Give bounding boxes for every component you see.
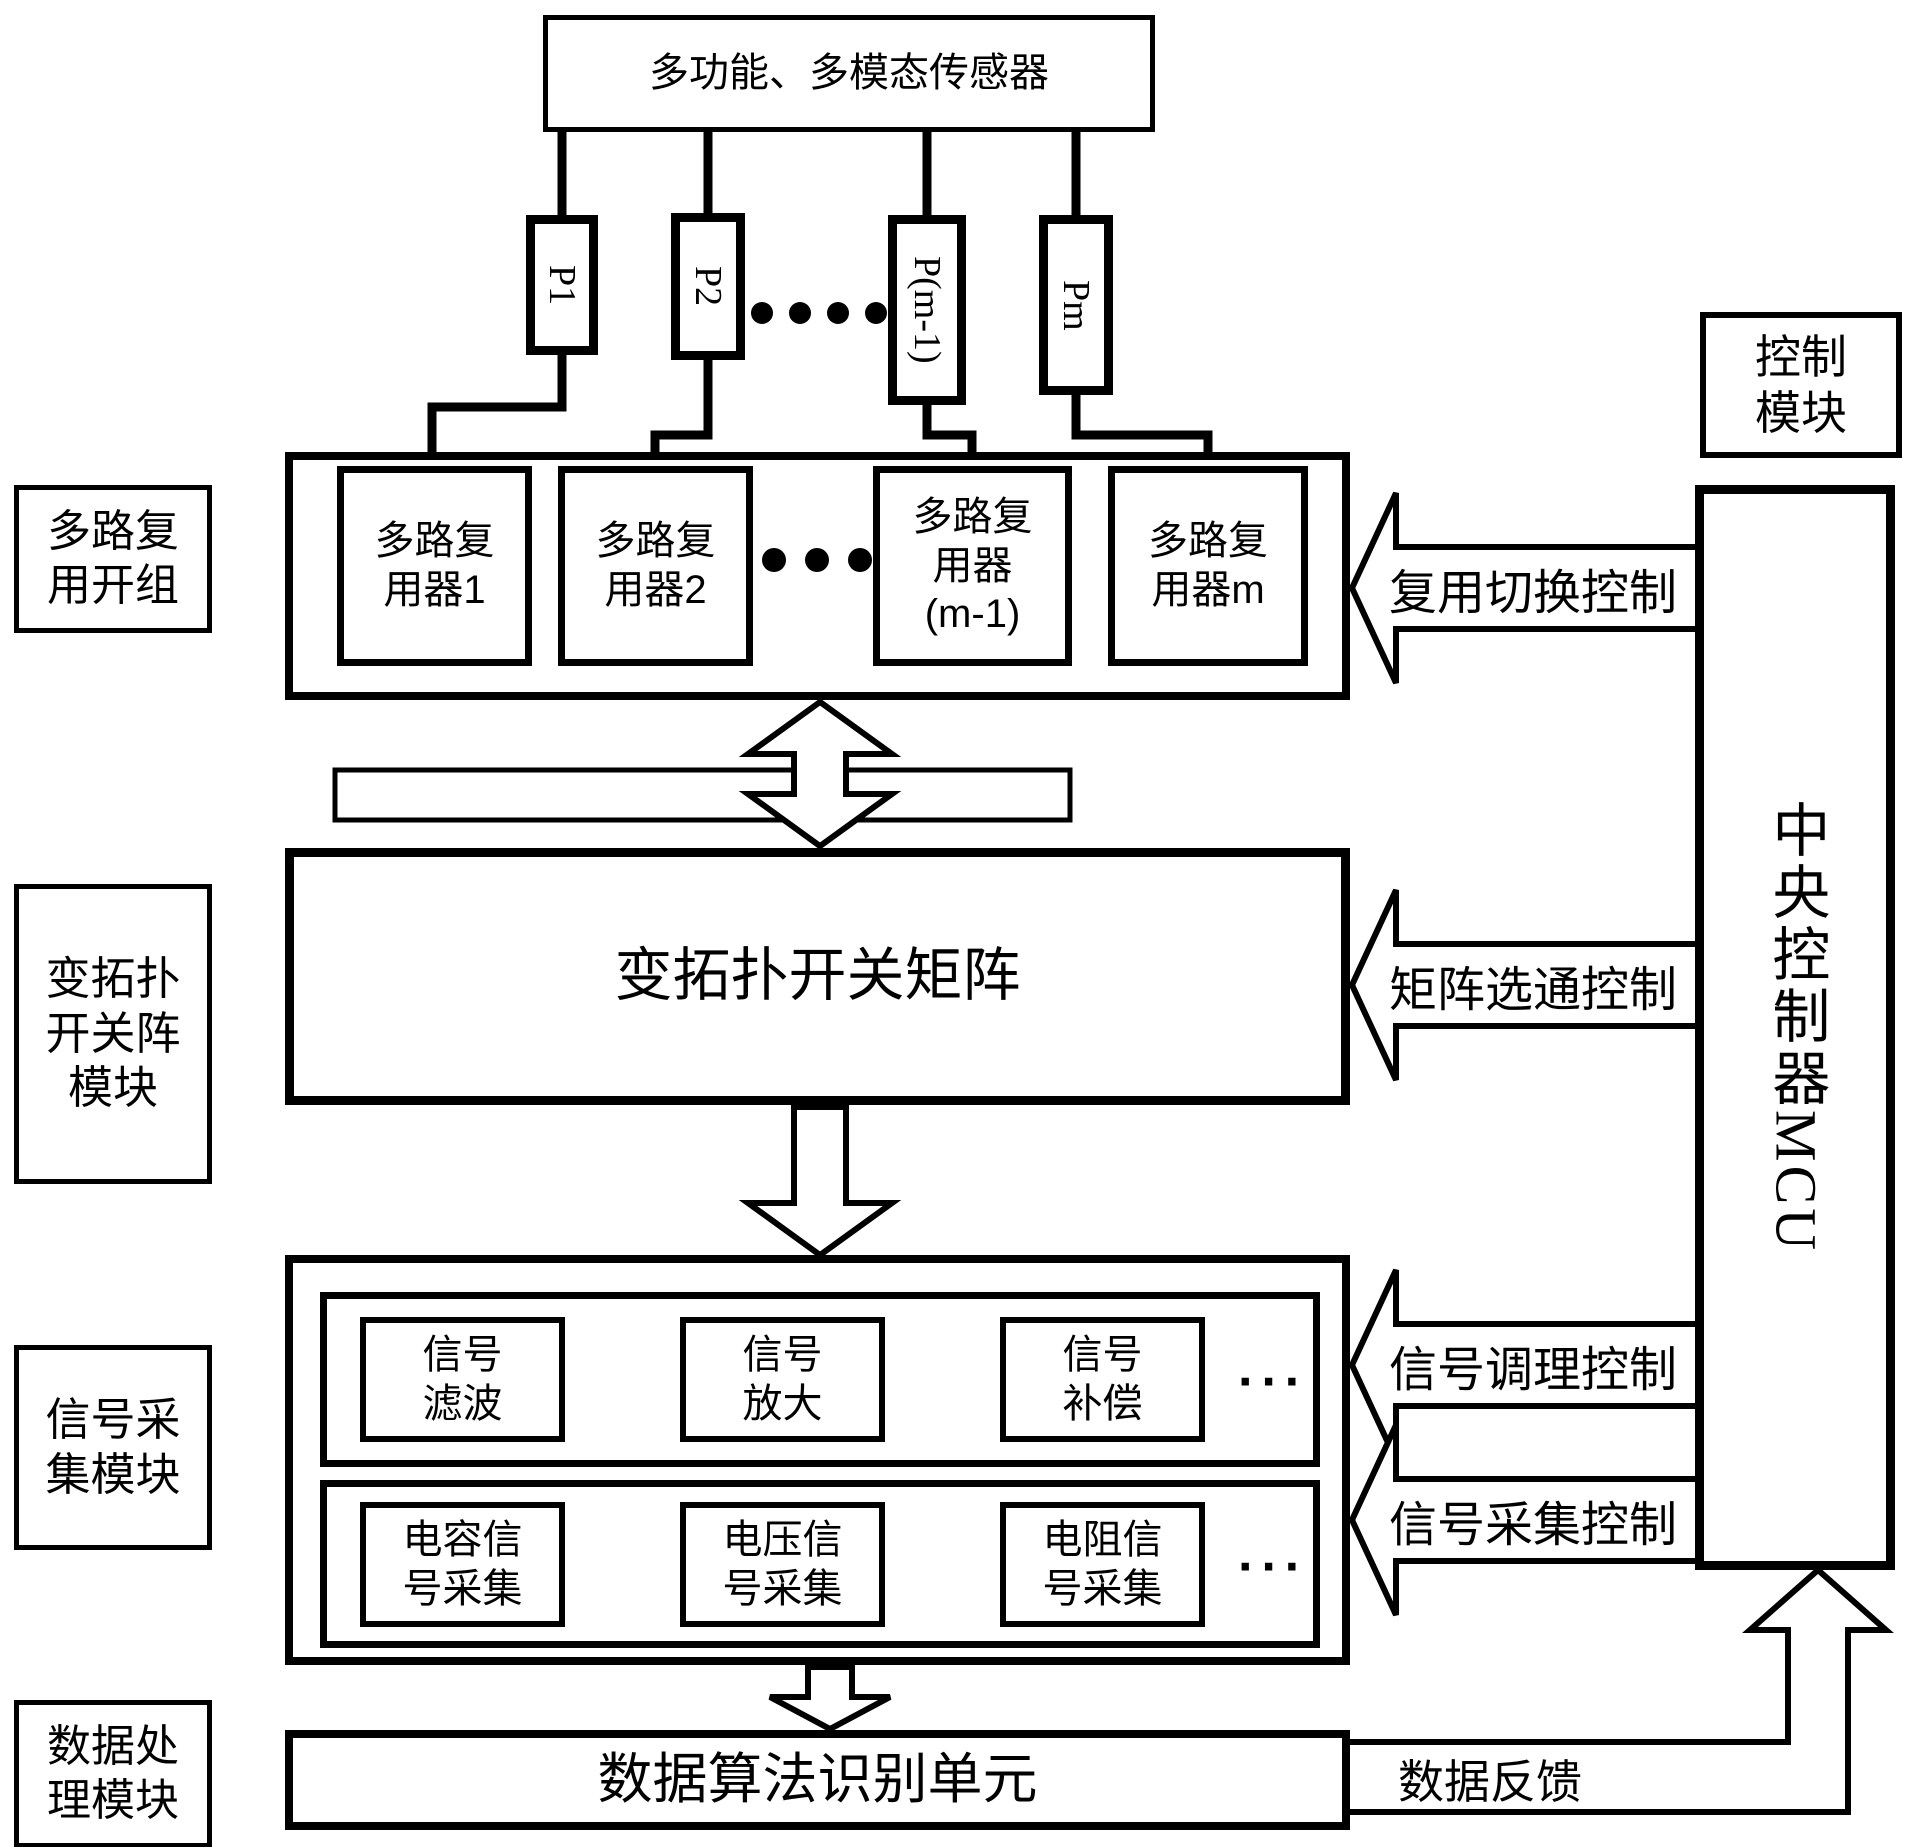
volt-line2: 号采集 [722, 1566, 843, 1611]
control-line1: 控制 [1755, 330, 1847, 383]
signal-filter-box: 信号 滤波 [360, 1317, 565, 1442]
compensate-line1: 信号 [1062, 1332, 1143, 1377]
probe-p2-label: P2 [687, 266, 730, 307]
mux-unit-m: 多路复 用器m [1108, 466, 1308, 666]
side1-line2: 用开组 [47, 561, 179, 610]
amplify-line2: 放大 [742, 1381, 823, 1426]
probe-pm-label: Pm [1055, 279, 1098, 331]
ellipsis-row2: ··· [1238, 1538, 1308, 1596]
sensor-box: 多功能、多模态传感器 [543, 15, 1155, 132]
mux3-line1: 多路复 [912, 494, 1033, 539]
side3-line2: 集模块 [45, 1448, 181, 1500]
p1-to-mux1-line [427, 350, 567, 480]
mcu-label: 中央控制器MCU [1763, 800, 1829, 1255]
resistance-acquire-box: 电阻信 号采集 [1000, 1502, 1205, 1627]
mux2-line2: 用器2 [604, 568, 707, 612]
probe-pm-minus-1-label: P(m-1) [906, 256, 949, 364]
down-arrow-matrix-signal [738, 1104, 902, 1259]
probe-p1-label: P1 [541, 264, 584, 306]
arrow-signal-condition-control [1348, 1268, 1695, 1462]
control-line2: 模块 [1755, 387, 1847, 439]
side1-line1: 多路复 [47, 507, 179, 557]
res-line2: 号采集 [1042, 1566, 1163, 1611]
side-label-data-module: 数据处 理模块 [14, 1700, 212, 1847]
cap-line2: 号采集 [402, 1566, 523, 1611]
mux1-line2: 用器1 [383, 568, 486, 612]
side4-line1: 数据处 [47, 1722, 179, 1772]
sensor-label: 多功能、多模态传感器 [649, 51, 1049, 96]
signal-compensate-box: 信号 补偿 [1000, 1317, 1205, 1442]
ellipsis-row1: ··· [1238, 1353, 1308, 1411]
control-module-box: 控制 模块 [1700, 312, 1902, 458]
capacitance-acquire-box: 电容信 号采集 [360, 1502, 565, 1627]
data-algorithm-label: 数据算法识别单元 [597, 1748, 1038, 1811]
mux4-line2: 用器m [1151, 568, 1265, 612]
side-label-mux-group: 多路复 用开组 [14, 485, 212, 633]
mux2-line1: 多路复 [595, 519, 716, 564]
label-signal-condition-control: 信号调理控制 [1388, 1344, 1677, 1397]
label-mux-switch-control: 复用切换控制 [1388, 567, 1677, 620]
amplify-line1: 信号 [742, 1332, 823, 1377]
ellipsis-dots-sensors [751, 302, 887, 324]
mux4-line1: 多路复 [1148, 519, 1268, 564]
label-matrix-gate-control: 矩阵选通控制 [1388, 964, 1677, 1017]
switch-matrix-box: 变拓扑开关矩阵 [285, 848, 1350, 1105]
label-data-feedback: 数据反馈 [1398, 1756, 1582, 1808]
voltage-acquire-box: 电压信 号采集 [680, 1502, 885, 1627]
mux3-line3: (m-1) [924, 592, 1021, 637]
res-line1: 电阻信 [1042, 1517, 1163, 1562]
filter-line2: 滤波 [422, 1381, 503, 1426]
probe-p1: P1 [526, 215, 598, 355]
arrow-signal-acquire-control [1348, 1423, 1695, 1617]
filter-line1: 信号 [422, 1332, 503, 1377]
up-arrow-data-feedback [1350, 1565, 1894, 1815]
side4-line2: 理模块 [47, 1776, 179, 1825]
mux1-line1: 多路复 [374, 519, 495, 564]
side-label-topology-module: 变拓扑 开关阵 模块 [14, 884, 212, 1184]
volt-line1: 电压信 [722, 1517, 843, 1562]
arrow-mux-switch-control [1348, 491, 1695, 685]
double-arrow-mux-matrix [738, 698, 902, 850]
ellipsis-dots-mux [762, 548, 872, 572]
side2-line2: 开关阵 [45, 1007, 181, 1059]
bus-bar [332, 767, 1073, 823]
side2-line1: 变拓扑 [45, 952, 181, 1004]
label-signal-acquire-control: 信号采集控制 [1388, 1499, 1677, 1552]
switch-matrix-label: 变拓扑开关矩阵 [614, 943, 1021, 1009]
probe-pm: Pm [1039, 215, 1113, 395]
mcu-box: 中央控制器MCU [1695, 485, 1895, 1570]
data-algorithm-box: 数据算法识别单元 [285, 1730, 1350, 1830]
cap-line1: 电容信 [402, 1517, 523, 1562]
arrow-matrix-gate-control [1348, 888, 1695, 1082]
side3-line1: 信号采 [45, 1393, 181, 1445]
compensate-line2: 补偿 [1062, 1381, 1143, 1426]
signal-amplify-box: 信号 放大 [680, 1317, 885, 1442]
probe-p2: P2 [671, 213, 745, 360]
side2-line3: 模块 [67, 1062, 158, 1114]
mux-unit-2: 多路复 用器2 [558, 466, 753, 666]
down-arrow-signal-data [768, 1664, 892, 1733]
mux-unit-1: 多路复 用器1 [337, 466, 532, 666]
mux-unit-m-minus-1: 多路复 用器 (m-1) [873, 466, 1072, 666]
mux3-line2: 用器 [932, 543, 1013, 588]
probe-pm-minus-1: P(m-1) [888, 215, 966, 405]
side-label-signal-module: 信号采 集模块 [14, 1345, 212, 1550]
